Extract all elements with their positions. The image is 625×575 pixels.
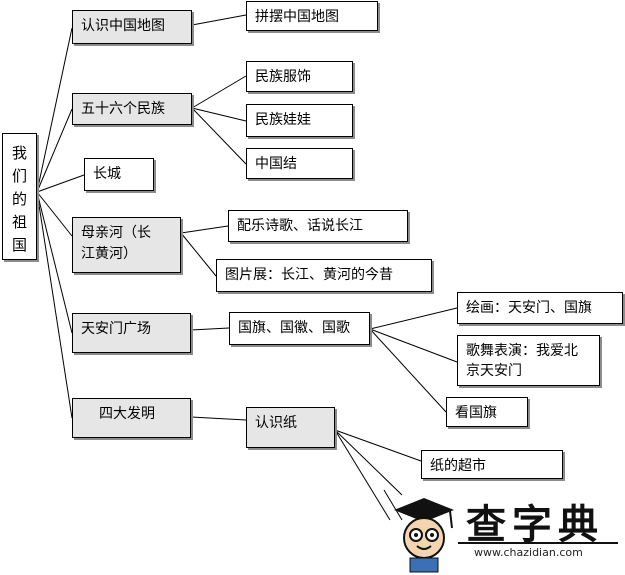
watermark-url: www.chazidian.com (474, 546, 583, 559)
link-topic-2-child-2 (191, 107, 247, 122)
topic-node-mother-river[interactable]: 母亲河（长 江黄河） (72, 217, 181, 273)
link-root-topic-2 (36, 108, 73, 193)
topic-node-tiananmen[interactable]: 天安门广场 (72, 313, 191, 353)
child-node-painting[interactable]: 绘画：天安门、国旗 (457, 292, 623, 324)
link-subtopic-flag-2 (369, 328, 458, 363)
subtopic-node-national-symbols[interactable]: 国旗、国徽、国歌 (229, 312, 370, 345)
link-topic-6-child-1 (190, 416, 247, 421)
child-node-watch-flag[interactable]: 看国旗 (446, 397, 528, 427)
link-subtopic-paper-4 (383, 489, 403, 521)
link-root-topic-1 (36, 27, 73, 193)
link-topic-4-child-1 (180, 225, 229, 234)
link-root-topic-6 (36, 191, 73, 419)
link-subtopic-flag-1 (369, 307, 458, 330)
watermark-brand: 查字典 (466, 502, 604, 548)
link-topic-5-child-1 (190, 327, 230, 331)
watermark-divider (458, 542, 618, 544)
topic-node-great-wall[interactable]: 长城 (84, 158, 154, 191)
child-node-ethnic-doll[interactable]: 民族娃娃 (246, 104, 353, 137)
child-node-paper-market[interactable]: 纸的超市 (421, 450, 563, 479)
watermark-logo: 查字典 www.chazidian.com (388, 488, 625, 575)
topic-node-ethnic-groups[interactable]: 五十六个民族 (72, 93, 192, 125)
link-subtopic-paper-1 (334, 429, 422, 462)
root-node[interactable]: 我 们 的 祖 国 (2, 133, 37, 260)
topic-node-map[interactable]: 认识中国地图 (72, 10, 192, 44)
link-root-topic-5 (36, 191, 73, 334)
subtopic-node-paper[interactable]: 认识纸 (246, 407, 335, 448)
scholar-mascot-icon (394, 498, 454, 573)
link-topic-1-child-1 (191, 14, 247, 26)
child-node-chinese-knot[interactable]: 中国结 (246, 148, 353, 179)
link-topic-2-child-3 (191, 107, 247, 165)
child-node-map-puzzle[interactable]: 拼摆中国地图 (246, 1, 378, 31)
child-node-poetry-yangtze[interactable]: 配乐诗歌、话说长江 (228, 210, 408, 242)
link-topic-2-child-1 (191, 75, 247, 109)
link-subtopic-flag-3 (369, 328, 447, 413)
link-subtopic-paper-2 (334, 429, 403, 496)
topic-node-four-inventions[interactable]: 四大发明 (72, 398, 191, 438)
link-topic-4-child-2 (180, 232, 217, 277)
link-subtopic-paper-3 (334, 429, 391, 521)
link-root-topic-4 (36, 191, 73, 237)
child-node-song-dance[interactable]: 歌舞表演：我爱北 京天安门 (457, 335, 600, 386)
link-root-topic-3 (36, 174, 85, 193)
child-node-photo-exhibition[interactable]: 图片展：长江、黄河的今昔 (216, 259, 432, 292)
child-node-ethnic-costume[interactable]: 民族服饰 (246, 61, 353, 92)
